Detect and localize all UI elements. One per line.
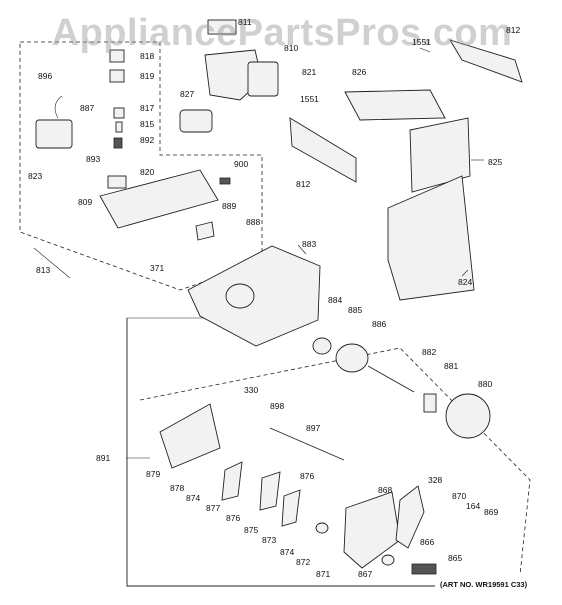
part-879-plate bbox=[159, 403, 221, 469]
part-823-solenoid bbox=[35, 119, 73, 149]
part-809-bracket bbox=[99, 169, 219, 229]
callout-826: 826 bbox=[352, 67, 367, 77]
callout-823: 823 bbox=[28, 171, 43, 181]
callout-898: 898 bbox=[270, 401, 285, 411]
leader-lines bbox=[33, 47, 484, 459]
callout-889: 889 bbox=[222, 201, 237, 211]
part-818 bbox=[109, 49, 125, 63]
part-900 bbox=[219, 177, 231, 185]
callout-868: 868 bbox=[378, 485, 393, 495]
part-881 bbox=[423, 393, 437, 413]
part-889 bbox=[195, 221, 215, 241]
callout-892: 892 bbox=[140, 135, 155, 145]
callout-825: 825 bbox=[488, 157, 503, 167]
part-825-panel bbox=[409, 117, 471, 193]
part-328 bbox=[395, 485, 425, 549]
part-812-rail-mid bbox=[289, 117, 357, 183]
part-819 bbox=[109, 69, 125, 83]
callout-884: 884 bbox=[328, 295, 343, 305]
callout-1551: 1551 bbox=[412, 37, 431, 47]
assembly-891-inner bbox=[139, 347, 531, 576]
callout-869: 869 bbox=[484, 507, 499, 517]
part-820 bbox=[107, 175, 127, 189]
part-886-shaft bbox=[367, 365, 415, 393]
callout-882: 882 bbox=[422, 347, 437, 357]
part-824-housing bbox=[387, 175, 475, 301]
callout-876a: 876 bbox=[300, 471, 315, 481]
callout-885: 885 bbox=[348, 305, 363, 315]
callout-874a: 874 bbox=[186, 493, 201, 503]
part-871 bbox=[315, 522, 329, 534]
callout-820: 820 bbox=[140, 167, 155, 177]
callout-891: 891 bbox=[96, 453, 111, 463]
callout-824: 824 bbox=[458, 277, 473, 287]
callout-164: 164 bbox=[466, 501, 481, 511]
assembly-891-boundary bbox=[126, 318, 435, 587]
callout-812b: 812 bbox=[296, 179, 311, 189]
part-896-wire bbox=[54, 95, 63, 119]
art-number-label: (ART NO. WR19591 C33) bbox=[440, 580, 528, 589]
part-892-spring bbox=[113, 137, 123, 149]
callout-886: 886 bbox=[372, 319, 387, 329]
callout-888: 888 bbox=[246, 217, 261, 227]
callout-896: 896 bbox=[38, 71, 53, 81]
part-826-tray bbox=[344, 89, 446, 121]
part-877 bbox=[221, 461, 243, 501]
callout-883: 883 bbox=[302, 239, 317, 249]
callout-887: 887 bbox=[80, 103, 95, 113]
part-897-rod bbox=[269, 427, 345, 461]
callout-880: 880 bbox=[478, 379, 493, 389]
part-821 bbox=[247, 61, 279, 97]
callout-866: 866 bbox=[420, 537, 435, 547]
callout-328: 328 bbox=[428, 475, 443, 485]
part-875 bbox=[259, 471, 281, 511]
callout-900: 900 bbox=[234, 159, 249, 169]
part-880 bbox=[445, 393, 491, 439]
callout-810: 810 bbox=[284, 43, 299, 53]
callout-881: 881 bbox=[444, 361, 459, 371]
callout-827: 827 bbox=[180, 89, 195, 99]
assembly-813-boundary bbox=[19, 41, 263, 291]
callout-818: 818 bbox=[140, 51, 155, 61]
callout-813: 813 bbox=[36, 265, 51, 275]
callout-812: 812 bbox=[506, 25, 521, 35]
callout-875: 875 bbox=[244, 525, 259, 535]
callout-879: 879 bbox=[146, 469, 161, 479]
callout-874b: 874 bbox=[280, 547, 295, 557]
callout-877: 877 bbox=[206, 503, 221, 513]
callout-1551b: 1551 bbox=[300, 94, 319, 104]
part-868 bbox=[343, 491, 401, 569]
callout-876b: 876 bbox=[226, 513, 241, 523]
callout-872: 872 bbox=[296, 557, 311, 567]
callout-871: 871 bbox=[316, 569, 331, 579]
callout-873: 873 bbox=[262, 535, 277, 545]
part-827-motor bbox=[179, 109, 213, 133]
callout-893: 893 bbox=[86, 154, 101, 164]
part-873 bbox=[281, 489, 301, 527]
part-811 bbox=[207, 19, 237, 35]
callout-815: 815 bbox=[140, 119, 155, 129]
part-865 bbox=[411, 563, 437, 575]
callout-819: 819 bbox=[140, 71, 155, 81]
callout-870: 870 bbox=[452, 491, 467, 501]
callout-867: 867 bbox=[358, 569, 373, 579]
callout-809: 809 bbox=[78, 197, 93, 207]
callout-865: 865 bbox=[448, 553, 463, 563]
callout-330: 330 bbox=[244, 385, 259, 395]
callout-821: 821 bbox=[302, 67, 317, 77]
part-815 bbox=[115, 121, 123, 133]
callout-371: 371 bbox=[150, 263, 165, 273]
callout-817: 817 bbox=[140, 103, 155, 113]
callout-897: 897 bbox=[306, 423, 321, 433]
part-812-rail-top bbox=[449, 39, 523, 83]
part-885 bbox=[312, 337, 332, 355]
part-817 bbox=[113, 107, 125, 119]
callout-878: 878 bbox=[170, 483, 185, 493]
part-867 bbox=[381, 554, 395, 566]
part-886-auger bbox=[335, 343, 369, 373]
callout-811: 811 bbox=[238, 17, 252, 27]
